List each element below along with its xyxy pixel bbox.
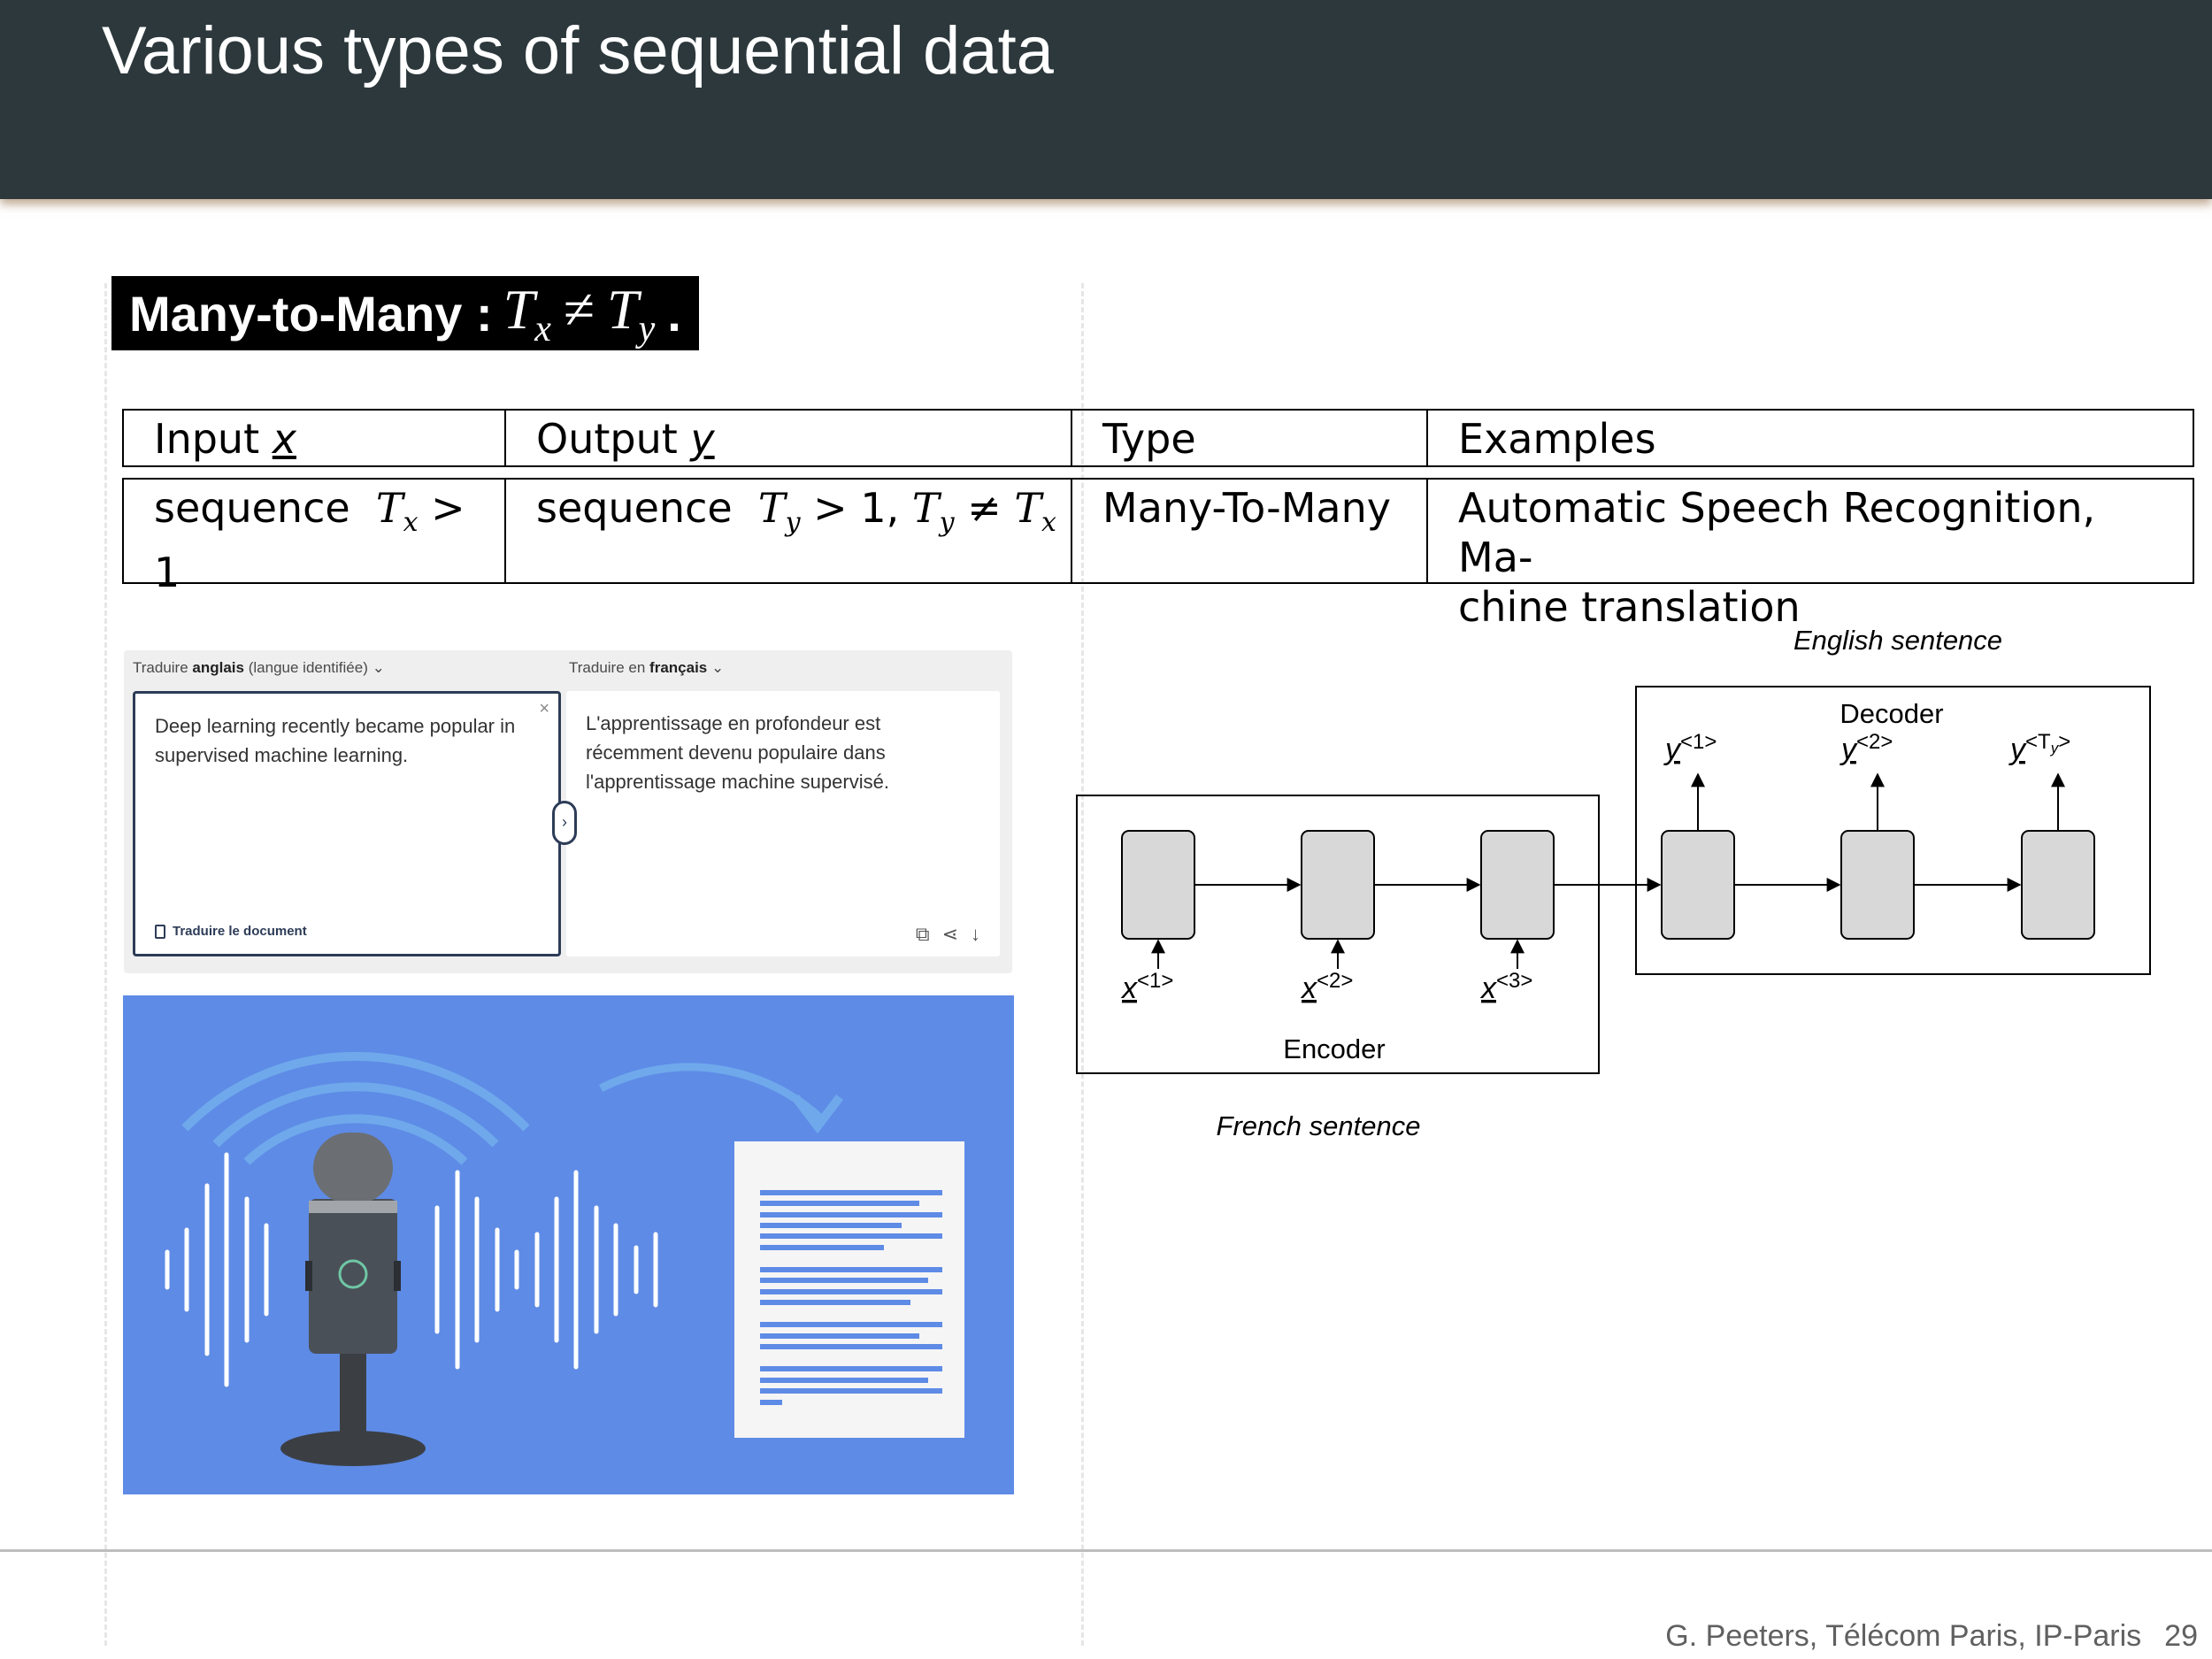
sound-arcs [181, 1051, 826, 1165]
translate-document-button[interactable]: Traduire le document [155, 924, 307, 939]
footer: G. Peeters, Télécom Paris, IP-Paris 29 [1665, 1619, 2198, 1654]
svg-text:x<3>: x<3> [1479, 969, 1532, 1005]
source-language-selector[interactable]: Traduire anglais (langue identifiée) ⌄ [133, 659, 385, 676]
section-heading: Many-to-Many : Tx≠Ty . [111, 276, 699, 350]
target-language-selector[interactable]: Traduire en français ⌄ [569, 659, 725, 676]
encoder-cell-1 [1121, 830, 1195, 940]
source-text-area[interactable]: Deep learning recently became popular in… [133, 691, 561, 956]
decoder-frame [1635, 686, 2151, 975]
encoder-cell-2 [1301, 830, 1375, 940]
decoder-cell-2 [1840, 830, 1915, 940]
copy-icon[interactable]: ⧉ [915, 923, 930, 945]
guide-line-middle [1081, 283, 1084, 1646]
decoder-cell-1 [1661, 830, 1735, 940]
encoder-frame [1076, 795, 1600, 1074]
french-sentence-caption: French sentence [1217, 1110, 1421, 1141]
sequence-type-table: Input x Output y Type Examples sequence … [122, 409, 2194, 631]
guide-line-left [104, 283, 107, 1646]
microphone-icon [280, 1133, 426, 1466]
swap-languages-button[interactable]: › [552, 801, 577, 845]
document-icon [155, 924, 165, 939]
cell-examples: Automatic Speech Recognition, Ma- chine … [1458, 484, 2096, 631]
chevron-down-icon: ⌄ [372, 659, 385, 676]
slide-title: Various types of sequential data [102, 13, 1054, 88]
section-formula: Tx≠Ty [503, 277, 656, 349]
header-output: Output y [506, 411, 1072, 465]
close-icon[interactable]: × [539, 699, 549, 718]
svg-text:x<1>: x<1> [1120, 969, 1173, 1005]
cell-type: Many-To-Many [1072, 480, 1428, 582]
share-icon[interactable]: ⋖ [941, 923, 958, 945]
encoder-label: Encoder [1283, 1033, 1385, 1064]
english-sentence-caption: English sentence [1793, 625, 2002, 656]
svg-text:y<2>: y<2> [1839, 730, 1893, 766]
header-type: Type [1072, 411, 1428, 465]
speech-to-text-illustration [123, 995, 1014, 1494]
sound-wave-icon [165, 1152, 658, 1387]
input-labels: x<1> x<2> x<3> [1120, 969, 1532, 1005]
svg-text:x<2>: x<2> [1300, 969, 1353, 1005]
decoder-cell-3 [2021, 830, 2095, 940]
cell-input: sequence Tx > 1 [124, 480, 506, 596]
encoder-cell-3 [1480, 830, 1555, 940]
page-number: 29 [2164, 1619, 2198, 1653]
decoder-label: Decoder [1839, 698, 1943, 729]
output-labels: y<1> y<2> y<Ty> [1663, 730, 2070, 766]
footer-divider [0, 1549, 2212, 1552]
translation-widget-screenshot: Traduire anglais (langue identifiée) ⌄ T… [124, 650, 1012, 973]
target-text-area: L'apprentissage en profondeur est récemm… [566, 691, 1000, 956]
header-input: Input x [124, 411, 506, 465]
title-bar: Various types of sequential data [0, 0, 2212, 199]
svg-text:y<Ty>: y<Ty> [2008, 730, 2070, 766]
svg-text:y<1>: y<1> [1663, 730, 1717, 766]
cell-output: sequence Ty > 1, Ty ≠ Tx [506, 480, 1072, 582]
table-row: sequence Tx > 1 sequence Ty > 1, Ty ≠ Tx… [122, 478, 2194, 631]
footer-credit: G. Peeters, Télécom Paris, IP-Paris [1665, 1619, 2142, 1653]
rnn-cells [1121, 830, 2095, 940]
table-header-row: Input x Output y Type Examples [122, 409, 2194, 467]
transcript-lines [760, 1190, 942, 1405]
chevron-down-icon: ⌄ [710, 659, 725, 676]
download-icon[interactable]: ↓ [971, 923, 980, 945]
encoder-decoder-diagram: English sentence French sentence Encoder… [1076, 625, 2151, 1141]
arrow-head-icon [792, 1094, 843, 1134]
header-examples: Examples [1458, 415, 1656, 463]
section-label: Many-to-Many : [129, 285, 493, 342]
connections [1151, 772, 2065, 969]
